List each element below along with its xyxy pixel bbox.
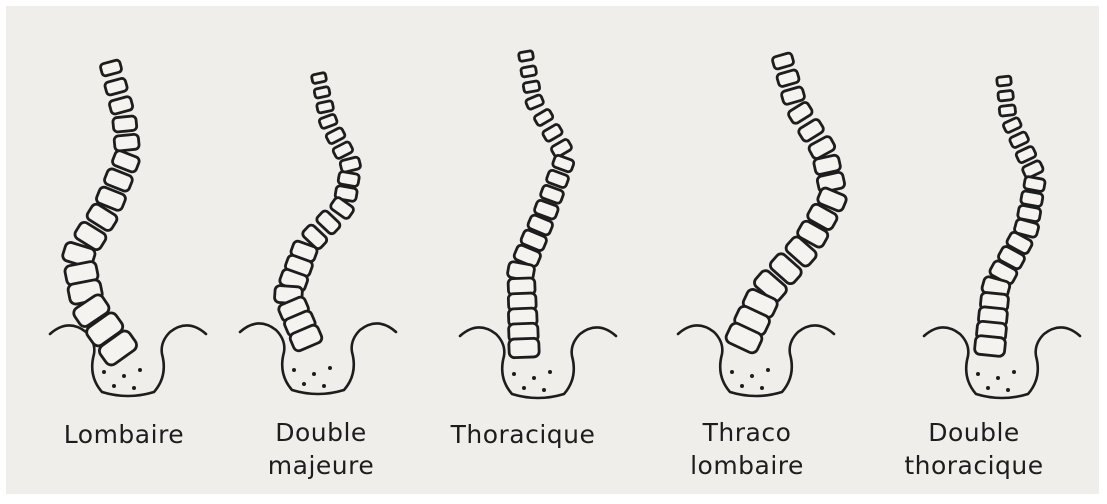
- pelvis-dot: [328, 366, 332, 370]
- pelvis-dot: [766, 368, 770, 372]
- pelvis-dot: [302, 382, 306, 386]
- pelvis-dot: [512, 372, 516, 376]
- pelvis-dot: [532, 376, 536, 380]
- label-double-thoracique-line-2: thoracique: [874, 449, 1074, 482]
- pelvis-dot: [322, 384, 326, 388]
- figure-panel: Lombaire Double majeure Thoracique Thrac…: [6, 6, 1099, 494]
- label-thraco-lombaire-line-2: lombaire: [647, 449, 847, 482]
- vertebra: [1002, 117, 1021, 133]
- vertebra: [523, 81, 540, 93]
- label-lombaire: Lombaire: [24, 418, 224, 451]
- spine-double-majeure: [240, 72, 396, 394]
- label-double-majeure: Double majeure: [221, 416, 421, 482]
- vertebra: [1023, 176, 1045, 192]
- pelvis-dot: [1012, 370, 1016, 374]
- scoliosis-diagram: [6, 6, 1099, 406]
- vertebra: [525, 94, 544, 110]
- pelvis-dot: [522, 386, 526, 390]
- pelvis-dot: [760, 386, 764, 390]
- label-double-thoracique-line-1: Double: [874, 416, 1074, 449]
- label-double-majeure-line-2: majeure: [221, 449, 421, 482]
- label-thraco-lombaire: Thraco lombaire: [647, 416, 847, 482]
- spine-thoracique: [460, 51, 616, 398]
- vertebra: [332, 141, 354, 160]
- pelvis-dot: [1006, 388, 1010, 392]
- vertebra: [997, 76, 1012, 86]
- vertebra: [521, 66, 537, 78]
- label-double-thoracique: Double thoracique: [874, 416, 1074, 482]
- vertebra: [542, 123, 563, 142]
- vertebra: [1009, 131, 1030, 148]
- vertebra: [509, 338, 540, 358]
- label-thoracique-line-1: Thoracique: [423, 418, 623, 451]
- pelvis-dot: [996, 376, 1000, 380]
- pelvis-dot: [292, 368, 296, 372]
- label-double-majeure-line-1: Double: [221, 416, 421, 449]
- vertebra: [772, 52, 795, 69]
- spine-lombaire: [50, 59, 206, 396]
- vertebra: [113, 116, 138, 133]
- vertebra: [109, 96, 134, 115]
- vertebra: [316, 100, 333, 113]
- vertebra: [319, 114, 338, 129]
- pelvis-dot: [102, 370, 106, 374]
- pelvis-dot: [112, 384, 116, 388]
- vertebra: [114, 134, 140, 151]
- vertebra: [325, 127, 346, 145]
- pelvis-dot: [730, 370, 734, 374]
- vertebra: [533, 108, 553, 126]
- vertebra: [100, 59, 123, 76]
- label-thraco-lombaire-line-1: Thraco: [647, 416, 847, 449]
- pelvis-dot: [122, 374, 126, 378]
- pelvis-dot: [750, 374, 754, 378]
- spine-thraco-lombaire: [678, 52, 848, 396]
- vertebra: [776, 69, 800, 87]
- pelvis-dot: [740, 384, 744, 388]
- pelvis-dot: [986, 386, 990, 390]
- vertebra: [311, 72, 326, 83]
- pelvis-dot: [542, 388, 546, 392]
- label-lombaire-line-1: Lombaire: [24, 418, 224, 451]
- pelvis-dot: [548, 370, 552, 374]
- vertebra: [104, 78, 128, 96]
- vertebra: [314, 86, 330, 98]
- label-thoracique: Thoracique: [423, 418, 623, 451]
- vertebra: [999, 105, 1016, 117]
- pelvis-dot: [132, 386, 136, 390]
- pelvis-dot: [312, 372, 316, 376]
- spine-double-thoracique: [924, 76, 1080, 398]
- pelvis-dot: [138, 368, 142, 372]
- vertebra: [974, 335, 1006, 356]
- vertebra: [518, 51, 533, 62]
- vertebra: [998, 90, 1014, 101]
- pelvis-dot: [976, 372, 980, 376]
